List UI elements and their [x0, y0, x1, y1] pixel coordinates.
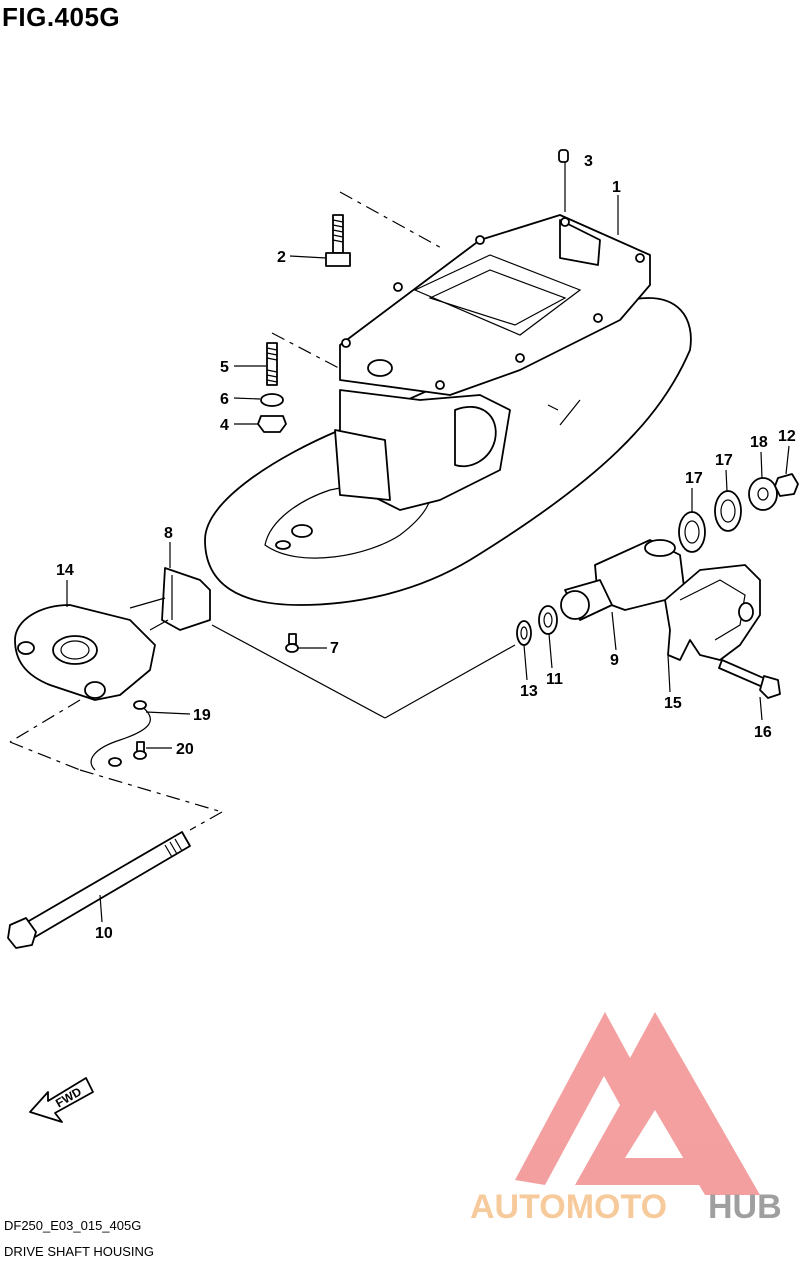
callout-13: 13	[520, 683, 538, 700]
callout-17b: 17	[715, 452, 733, 469]
callout-20: 20	[176, 741, 194, 758]
washer-6	[260, 393, 284, 407]
rubber-mount-8	[129, 567, 211, 631]
brand-left-text: AUTOMOTO	[470, 1188, 667, 1226]
screw-20	[133, 741, 147, 760]
callout-15: 15	[664, 695, 682, 712]
callout-14: 14	[56, 562, 74, 579]
callout-9: 9	[610, 652, 619, 669]
callout-labels: 1 2 3 4 5 6 7 8 9 10 11 12 13 14 15 16 1…	[56, 153, 796, 942]
callout-18: 18	[750, 434, 768, 451]
fwd-arrow-icon: FWD	[29, 1077, 94, 1123]
callout-16: 16	[754, 724, 772, 741]
washer-18	[748, 477, 778, 511]
stud-5	[266, 342, 278, 386]
callout-10: 10	[95, 925, 113, 942]
callout-12: 12	[778, 428, 796, 445]
washer-17a	[678, 511, 706, 553]
brand-logo: AUTOMOTO HUB	[470, 1012, 782, 1226]
nut-4	[257, 415, 287, 433]
figure-title: FIG.405G	[2, 2, 121, 32]
washer-11	[538, 605, 558, 635]
dowel-pin	[558, 149, 569, 163]
screw-7	[285, 633, 299, 653]
washer-17b	[714, 490, 742, 532]
washer-13	[516, 620, 532, 646]
callout-4: 4	[220, 417, 229, 434]
brand-right-text: HUB	[708, 1188, 782, 1226]
mount-9	[560, 539, 686, 621]
callout-8: 8	[164, 525, 173, 542]
mount-bracket-14	[14, 604, 156, 701]
ground-wire-19	[90, 700, 151, 771]
callout-11: 11	[546, 671, 563, 688]
nut-12	[774, 473, 799, 497]
through-bolt-10	[7, 831, 191, 949]
callout-2: 2	[277, 249, 286, 266]
callout-19: 19	[193, 707, 211, 724]
callout-1: 1	[612, 179, 621, 196]
callout-3: 3	[584, 153, 593, 170]
leader-lines	[9, 160, 619, 831]
bolt-2	[325, 214, 351, 267]
callout-6: 6	[220, 391, 229, 408]
callout-17a: 17	[685, 470, 703, 487]
callout-7: 7	[330, 640, 339, 657]
callout-5: 5	[220, 359, 229, 376]
drive-shaft-housing	[204, 214, 692, 606]
bolt-16	[718, 659, 781, 699]
diagram-code: DF250_E03_015_405G	[4, 1218, 142, 1233]
diagram-description: DRIVE SHAFT HOUSING	[4, 1244, 155, 1259]
